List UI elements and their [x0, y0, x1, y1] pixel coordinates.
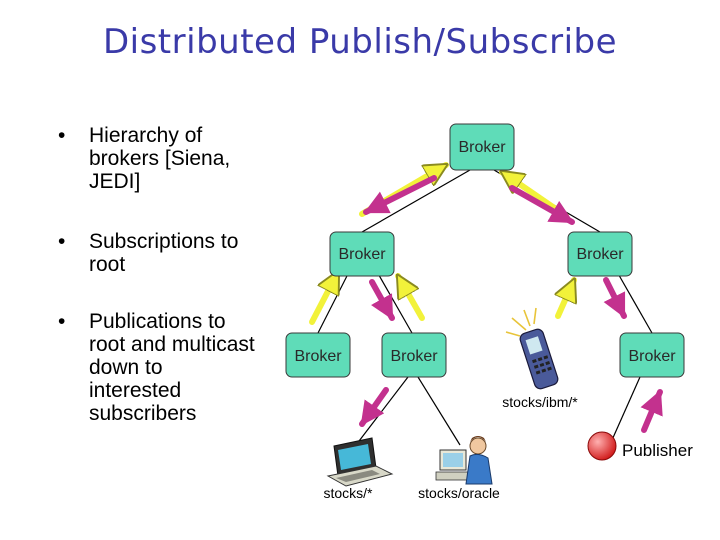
broker-mid-left: Broker	[329, 231, 395, 277]
bullet-dot: •	[58, 310, 66, 333]
broker-label: Broker	[294, 348, 342, 365]
pub-arrow-to-laptop	[359, 387, 389, 427]
broker-label: Broker	[458, 139, 506, 156]
cell-phone-icon	[505, 307, 559, 390]
subscription-label-oracle: stocks/oracle	[418, 485, 500, 501]
broker-leaf-center: Broker	[381, 332, 447, 378]
publisher-label: Publisher	[622, 441, 693, 460]
edge-to-laptop	[355, 376, 409, 446]
edge-right-right	[615, 269, 653, 334]
broker-label: Broker	[338, 246, 386, 263]
bullet-text: Hierarchy of brokers [Siena, JEDI]	[89, 124, 231, 193]
pub-arrow-mid-down	[369, 279, 395, 321]
red-ball-icon	[587, 431, 617, 461]
pub-arrow-root-to-right	[509, 185, 575, 225]
broker-root: Broker	[449, 123, 515, 171]
edge-mid-center	[375, 269, 413, 334]
sub-arrow-phone-up	[558, 280, 574, 319]
broker-mid-right: Broker	[567, 231, 633, 277]
bullet-dot: •	[58, 230, 66, 253]
broker-label: Broker	[628, 348, 676, 365]
edge-root-left	[361, 169, 471, 233]
broker-leaf-right: Broker	[619, 332, 685, 378]
laptop-icon	[326, 437, 394, 487]
subscription-label-ibm: stocks/ibm/*	[502, 394, 578, 410]
edge-to-publisher	[611, 376, 641, 441]
pub-arrow-right-down	[603, 277, 627, 319]
pub-arrow-from-publisher	[640, 389, 663, 433]
publication-arrows	[359, 175, 663, 433]
slide-title: Distributed Publish/Subscribe	[102, 22, 618, 62]
person-at-computer-icon	[435, 436, 493, 485]
edge-mid-left	[317, 269, 351, 334]
bullet-text: Subscriptions to root	[89, 230, 239, 276]
pub-arrow-root-to-left	[363, 175, 437, 215]
bullet-text: Publications to root and multicast down …	[89, 310, 255, 425]
broker-label: Broker	[390, 348, 438, 365]
sub-arrow-bc-up	[395, 276, 425, 321]
subscription-label-all: stocks/*	[323, 485, 373, 501]
bullet-dot: •	[58, 124, 66, 147]
broker-leaf-left: Broker	[285, 332, 351, 378]
broker-label: Broker	[576, 246, 624, 263]
edge-to-person	[417, 376, 461, 446]
sub-arrow-bl-up	[309, 272, 341, 325]
sub-arrow-right-to-root	[502, 169, 569, 219]
